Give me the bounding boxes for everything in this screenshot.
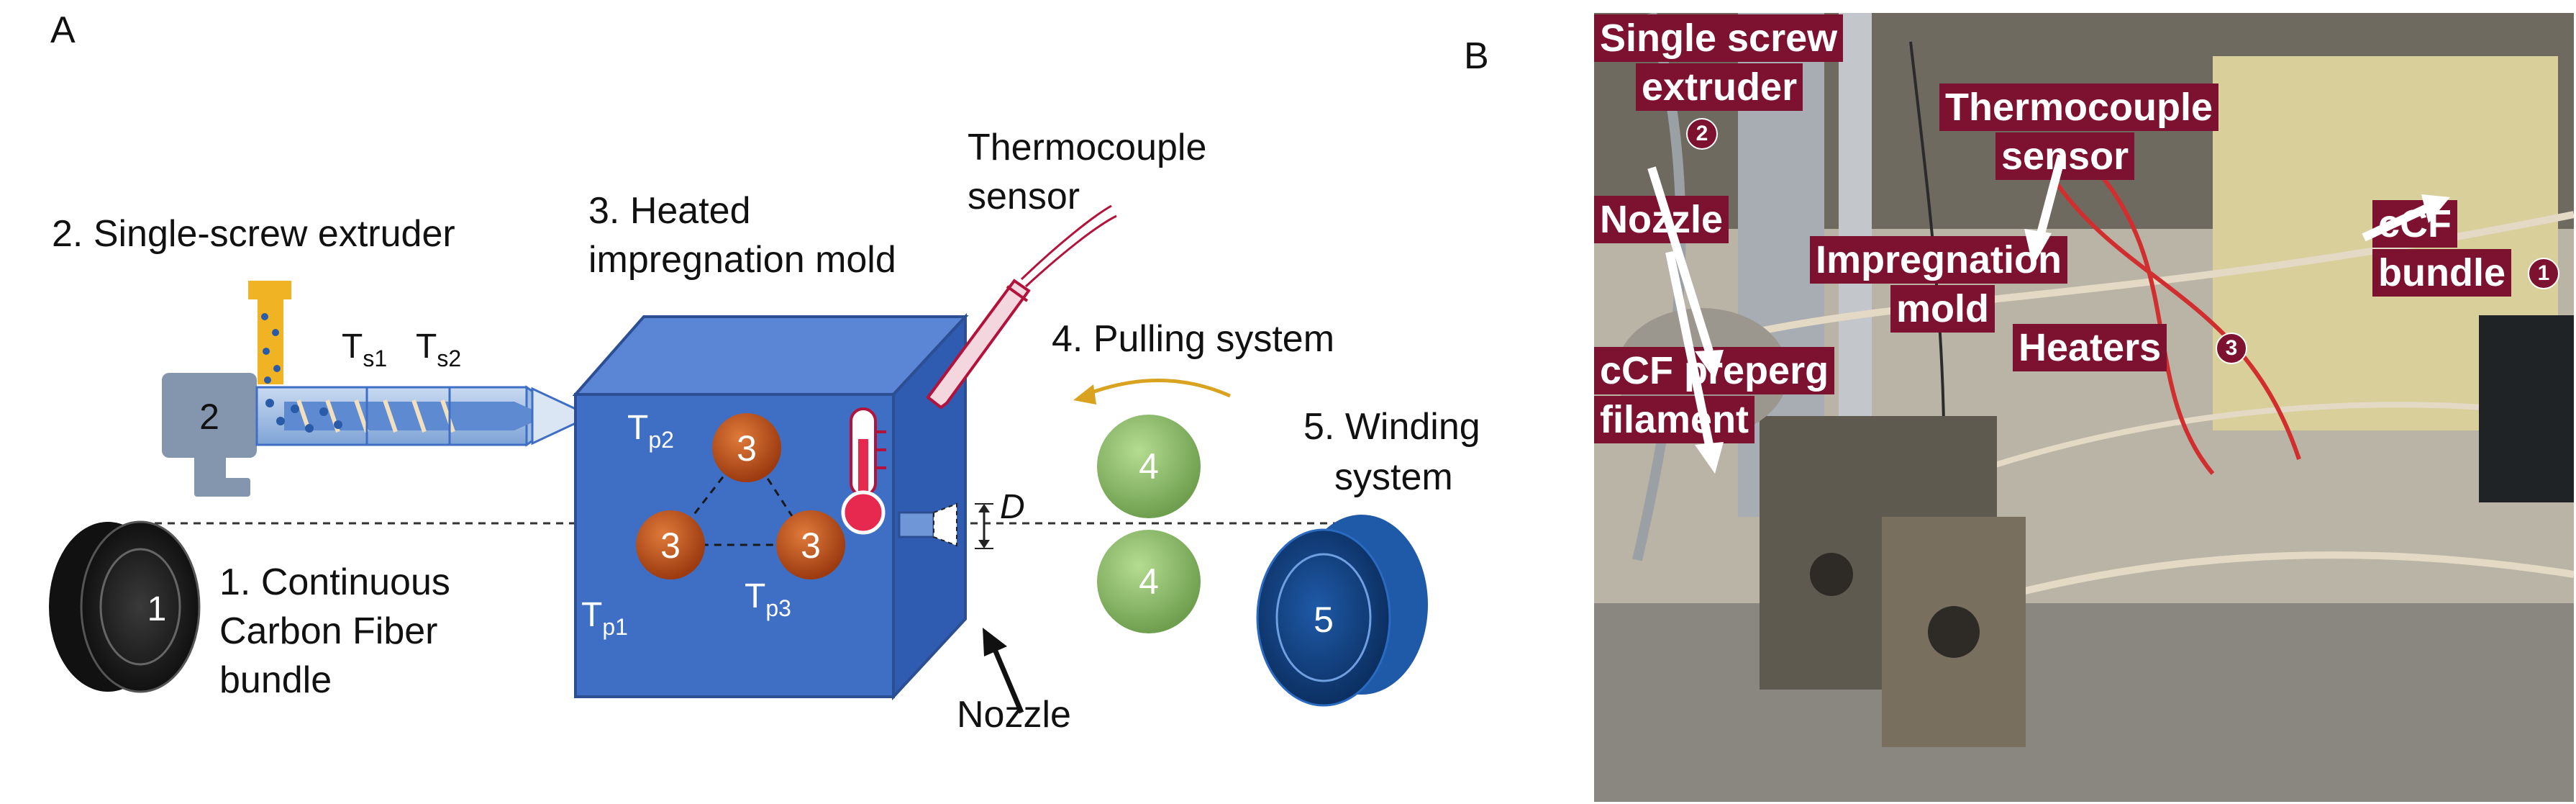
photo-label-ccf-line2: bundle xyxy=(2372,249,2511,297)
arrow-nozzle-icon xyxy=(1665,250,1724,474)
winding-label-line2: system xyxy=(1334,456,1453,498)
heater-left-number: 3 xyxy=(660,525,681,566)
extruder-label: 2. Single-screw extruder xyxy=(52,213,455,255)
arrow-thermocouple-icon xyxy=(2024,154,2066,266)
photo-badge-heaters: 3 xyxy=(2216,333,2247,364)
photo-label-mold-line2: mold xyxy=(1890,285,1995,333)
hopper-icon xyxy=(248,281,291,384)
spool-1-icon xyxy=(49,520,201,693)
heater-triangle xyxy=(668,444,813,546)
roller-bottom-number: 4 xyxy=(1139,561,1159,602)
fiber-label-line2: Carbon Fiber xyxy=(219,610,437,652)
thermometer-icon xyxy=(841,407,886,535)
photo-arrows xyxy=(1647,154,2450,474)
pulling-label: 4. Pulling system xyxy=(1052,318,1334,360)
roller-bottom-icon xyxy=(1097,530,1201,633)
spool-5-number: 5 xyxy=(1314,600,1334,640)
fiber-label-line1: 1. Continuous xyxy=(219,561,450,603)
ts1-label: Ts1 xyxy=(342,328,387,371)
spool-1-number: 1 xyxy=(147,590,167,628)
extruder-motor-icon xyxy=(162,373,257,497)
winding-label-line1: 5. Winding xyxy=(1303,406,1480,448)
extruder-outlet-icon xyxy=(531,387,577,446)
mold-label-line2: impregnation mold xyxy=(588,239,896,281)
mold-nozzle-icon xyxy=(898,502,957,547)
heater-top-icon xyxy=(712,413,781,482)
tp2-label: Tp2 xyxy=(627,409,674,453)
winding-spool-icon xyxy=(1256,515,1428,707)
diameter-label: D xyxy=(1000,488,1025,526)
heater-right-icon xyxy=(776,510,845,579)
tp1-label: Tp1 xyxy=(581,596,628,640)
schematic-diagram: 1 1. Continuous Carbon Fiber bundle 2. S… xyxy=(49,127,1480,736)
photo-label-mold: Impregnation xyxy=(1810,236,2068,284)
roller-top-icon xyxy=(1097,415,1201,518)
extruder-barrel-icon xyxy=(255,385,570,447)
nozzle-pointer-arrow-icon xyxy=(983,628,1024,714)
photo-label-extruder-line2: extruder xyxy=(1636,63,1803,111)
thermocouple-probe-icon xyxy=(926,204,1117,410)
impregnation-mold-icon xyxy=(572,312,969,701)
fiber-label-line3: bundle xyxy=(219,659,332,701)
photo-label-extruder: Single screw xyxy=(1594,14,1844,62)
ts2-label: Ts2 xyxy=(416,328,461,371)
photo-label-thermocouple-line2: sensor xyxy=(1995,132,2135,180)
heater-right-number: 3 xyxy=(801,525,821,566)
tp3-label: Tp3 xyxy=(745,577,791,621)
photo-badge-extruder: 2 xyxy=(1686,118,1718,150)
arrow-ccf-icon xyxy=(2362,194,2450,242)
diameter-marker-icon xyxy=(975,503,993,549)
thermocouple-label-line2: sensor xyxy=(968,176,1080,217)
arrow-extruder-icon xyxy=(1647,166,1724,380)
pulling-direction-arrow-icon xyxy=(1073,379,1232,405)
panel-letter-b: B xyxy=(1464,35,1489,77)
mold-label-line1: 3. Heated xyxy=(588,190,751,232)
heater-top-number: 3 xyxy=(737,428,757,469)
photo-badge-ccf: 1 xyxy=(2528,258,2559,289)
thermocouple-label-line1: Thermocouple xyxy=(968,127,1206,168)
experimental-setup-photo: Single screw extruder 2 Thermocouple sen… xyxy=(1594,13,2574,802)
photo-label-prepreg-line2: filament xyxy=(1594,396,1755,443)
roller-top-number: 4 xyxy=(1139,446,1159,487)
photo-label-thermocouple: Thermocouple xyxy=(1939,83,2219,131)
heater-left-icon xyxy=(636,510,705,579)
extruder-number: 2 xyxy=(199,397,219,437)
photo-label-heaters: Heaters xyxy=(2013,324,2167,371)
nozzle-label: Nozzle xyxy=(957,694,1071,736)
panel-letter-a: A xyxy=(50,9,76,51)
